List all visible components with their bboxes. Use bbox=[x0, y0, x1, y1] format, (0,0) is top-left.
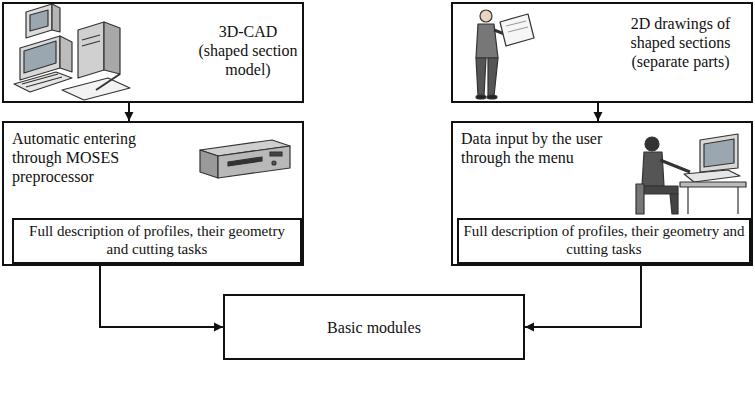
box-label: 3D-CAD (shaped section model) bbox=[194, 22, 302, 79]
computer-illustration bbox=[14, 4, 130, 100]
arrow-head bbox=[214, 323, 223, 332]
flow-arrow bbox=[100, 266, 223, 327]
operator-illustration bbox=[636, 134, 746, 214]
box-label: Full description of profiles, their geom… bbox=[463, 222, 745, 258]
source-box: 2D drawings of shaped sections (separate… bbox=[451, 2, 753, 103]
description-box: Full description of profiles, their geom… bbox=[457, 218, 751, 264]
input-box: Automatic entering through MOSES preproc… bbox=[2, 121, 304, 266]
box-label: Automatic entering through MOSES preproc… bbox=[12, 129, 177, 186]
engineer-illustration bbox=[476, 10, 534, 99]
flow-arrow bbox=[525, 266, 641, 327]
input-box: Data input by the user through the menuF… bbox=[451, 121, 753, 266]
source-box: 3D-CAD (shaped section model) bbox=[2, 2, 304, 103]
arrow-head bbox=[525, 323, 534, 332]
module-box: Basic modules bbox=[223, 294, 525, 360]
device-illustration bbox=[200, 140, 290, 178]
arrow-head bbox=[125, 112, 134, 121]
box-label: Data input by the user through the menu bbox=[461, 129, 621, 167]
arrow-head bbox=[594, 112, 603, 121]
box-label: Basic modules bbox=[233, 318, 515, 337]
box-label: 2D drawings of shaped sections (separate… bbox=[613, 14, 748, 71]
box-label: Full description of profiles, their geom… bbox=[18, 222, 296, 258]
description-box: Full description of profiles, their geom… bbox=[12, 218, 302, 264]
